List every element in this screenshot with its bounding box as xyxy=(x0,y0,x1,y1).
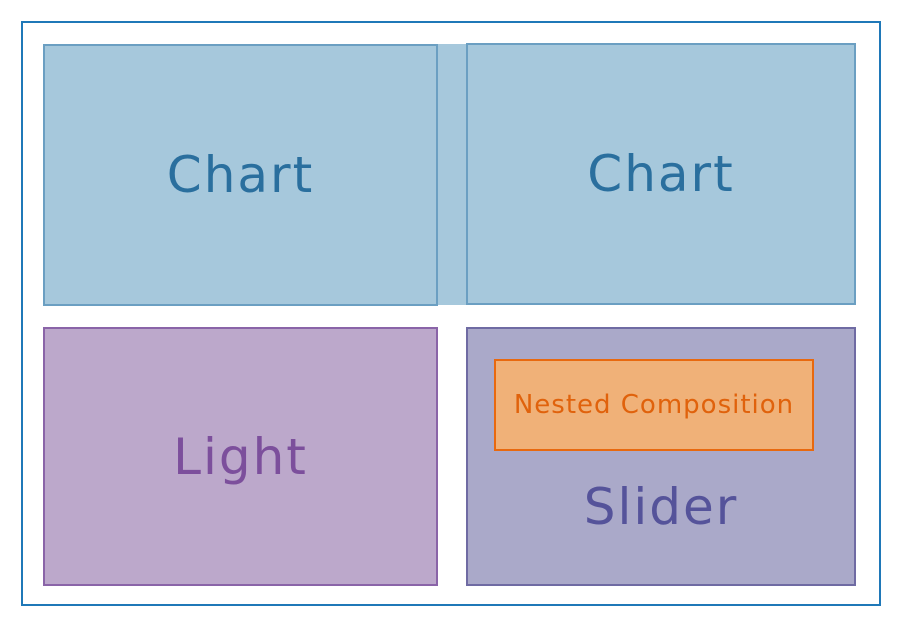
chart-label: Chart xyxy=(587,145,735,203)
chart-panel-right[interactable]: Chart xyxy=(466,43,856,305)
slider-label: Slider xyxy=(583,478,739,536)
chart-panel-left[interactable]: Chart xyxy=(43,44,438,306)
light-label: Light xyxy=(173,427,308,486)
nested-composition-label: Nested Composition xyxy=(513,390,795,420)
chart-connector-strip xyxy=(437,44,467,305)
chart-label: Chart xyxy=(166,146,315,204)
light-panel[interactable]: Light xyxy=(43,327,438,586)
nested-composition-panel[interactable]: Nested Composition xyxy=(494,359,814,451)
